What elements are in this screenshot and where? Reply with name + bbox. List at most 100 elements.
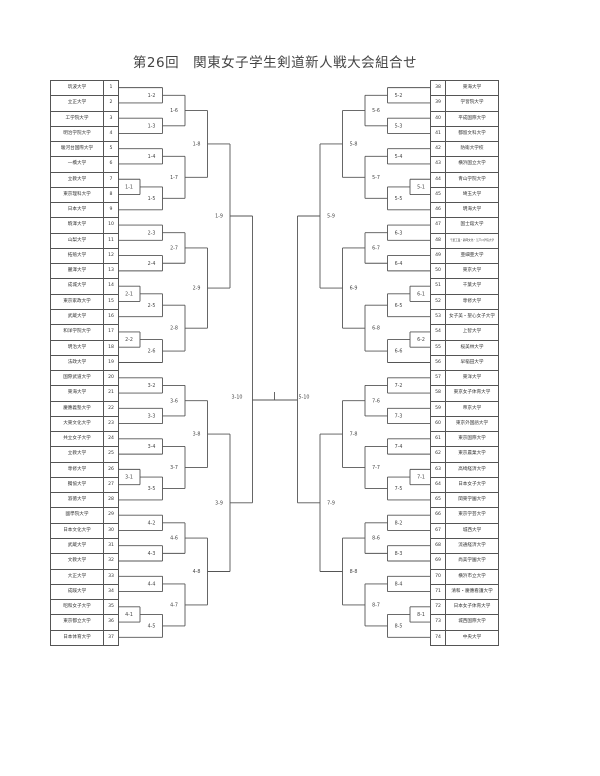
team-name: 学習院大学 — [460, 100, 484, 106]
match-label: 3-4 — [148, 444, 156, 450]
team-number: 37 — [103, 630, 118, 645]
team-name: 立教大学 — [67, 451, 87, 457]
team-number: 28 — [103, 493, 118, 508]
team-number: 33 — [103, 569, 118, 584]
team-name: 淑徳大学 — [67, 497, 87, 503]
team-name: 法政大学 — [67, 359, 87, 365]
team-name: 千葉工業・静岡文化・江戸川学院大学 — [449, 238, 495, 242]
team-row: 大正大学 33 — [51, 569, 118, 585]
team-name: 武蔵大学 — [67, 313, 87, 319]
match-label: 1-6 — [170, 108, 178, 114]
team-number: 60 — [431, 416, 446, 432]
team-name: 清和・慶應看護大学 — [451, 588, 493, 594]
team-name: 埼玉大学 — [462, 191, 482, 197]
team-name: 慶應義塾大学 — [63, 405, 91, 411]
match-label: 4-4 — [148, 582, 156, 588]
team-row: 39 学習院大学 — [431, 96, 498, 112]
team-number: 59 — [431, 401, 446, 416]
team-name: 麗澤大学 — [67, 268, 87, 274]
match-label: 1-9 — [215, 214, 223, 220]
team-name: 専修大学 — [462, 298, 482, 304]
team-row: 72 日本女子体育大学 — [431, 600, 498, 616]
match-label: 5-9 — [327, 214, 335, 220]
team-name: 東海大学 — [67, 390, 87, 396]
team-row: 麗澤大学 13 — [51, 264, 118, 280]
match-label: 7-9 — [327, 500, 335, 506]
team-row: 68 流通経済大学 — [431, 538, 498, 555]
match-label: 6-3 — [395, 230, 403, 236]
team-name: 上智大学 — [462, 329, 482, 335]
team-name: 和洋学院大学 — [63, 329, 91, 335]
team-name: 関東学園大学 — [458, 497, 486, 503]
team-number: 27 — [103, 477, 118, 493]
match-label: 6-4 — [395, 261, 403, 267]
team-number: 5 — [103, 142, 118, 157]
match-label: 5-2 — [395, 93, 403, 99]
team-number: 68 — [431, 538, 446, 554]
team-number: 51 — [431, 279, 446, 294]
team-number: 10 — [103, 218, 118, 233]
match-label: 1-5 — [148, 196, 156, 202]
team-number: 56 — [431, 355, 446, 371]
team-number: 72 — [431, 600, 446, 615]
team-row: 明治大学 18 — [51, 340, 118, 356]
team-number: 7 — [103, 172, 118, 187]
team-number: 23 — [103, 416, 118, 432]
match-label: 6-1 — [417, 291, 425, 297]
team-name: 文教大学 — [67, 558, 87, 564]
team-name: 東京家政大学 — [63, 298, 91, 304]
team-number: 38 — [431, 81, 446, 96]
team-name: 流通経済大学 — [458, 542, 486, 548]
team-name: 東洋大学 — [462, 375, 482, 381]
match-label: 6-8 — [372, 326, 380, 332]
match-label: 3-6 — [170, 398, 178, 404]
team-number: 57 — [431, 371, 446, 386]
match-label: 5-8 — [350, 142, 358, 148]
match-label: 2-7 — [170, 246, 178, 252]
team-name: 大東文化大学 — [63, 420, 91, 426]
team-number: 13 — [103, 264, 118, 279]
team-name: 日本女子体育大学 — [453, 604, 491, 610]
match-label: 8-4 — [395, 582, 403, 588]
team-name: 大正大学 — [67, 573, 87, 579]
team-name: 明治大学 — [67, 344, 87, 350]
team-number: 63 — [431, 462, 446, 477]
team-name: 東京学芸大学 — [458, 512, 486, 518]
team-name: 高崎経済大学 — [458, 466, 486, 472]
team-name: 立正大学 — [67, 100, 87, 106]
match-label: 4-3 — [148, 551, 156, 557]
match-label: 5-6 — [372, 108, 380, 114]
team-number: 18 — [103, 340, 118, 355]
match-label: 3-7 — [170, 465, 178, 471]
team-name: 昭和女子大学 — [63, 604, 91, 610]
match-label: 3-1 — [125, 475, 133, 481]
team-name: 一橋大学 — [67, 161, 87, 167]
team-number: 39 — [431, 96, 446, 111]
match-label: 3-3 — [148, 414, 156, 420]
team-number: 50 — [431, 264, 446, 279]
match-label: 1-7 — [170, 175, 178, 181]
team-number: 20 — [103, 371, 118, 386]
team-number: 30 — [103, 523, 118, 538]
team-name: 東京都立大学 — [63, 619, 91, 625]
